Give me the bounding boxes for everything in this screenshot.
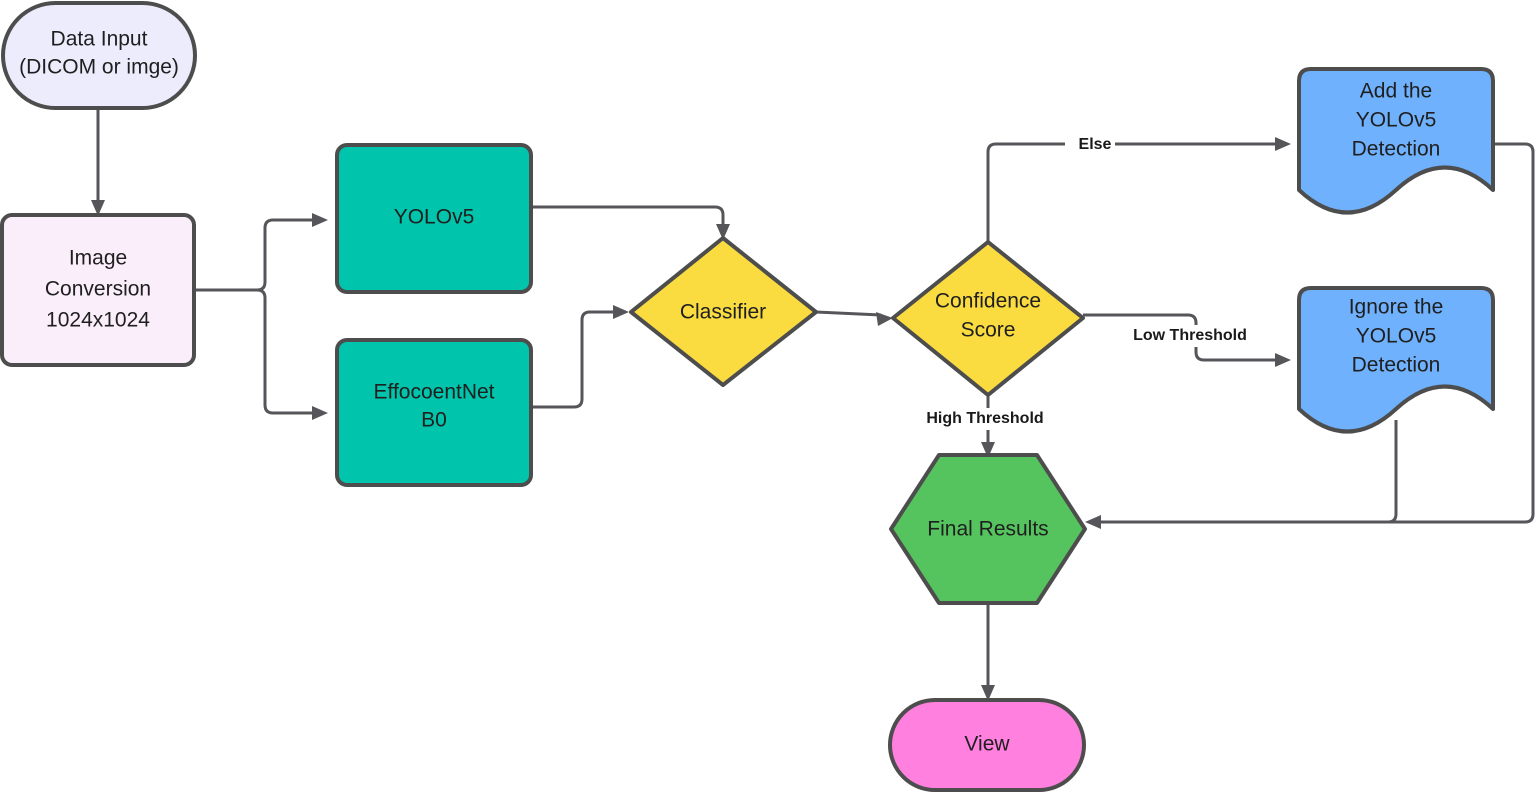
final-results-shape[interactable] [889, 453, 1087, 605]
edge-label-high-threshold: High Threshold [909, 408, 1061, 430]
edge-label-layer: Else Low Threshold High Threshold [909, 134, 1261, 430]
edge-yolov5-to-classifier [531, 205, 730, 240]
node-layer: Data Input (DICOM or imge) Image Convers… [0, 1, 1495, 792]
ignore-detection-shape[interactable] [1297, 286, 1495, 434]
edge-confidence-score-to-add-detection [986, 137, 1291, 242]
efficientnet-b0-shape[interactable] [335, 338, 533, 487]
edge-add-detection-to-final-results [1085, 142, 1535, 529]
edge-image-conversion-to-yolov5 [194, 213, 328, 292]
confidence-score-shape[interactable] [891, 240, 1085, 397]
node-yolov5[interactable]: YOLOv5 [335, 143, 533, 294]
node-add-detection[interactable]: Add the YOLOv5 Detection [1297, 67, 1495, 215]
edge-label-high-threshold-text: High Threshold [926, 410, 1043, 427]
edge-label-low-threshold: Low Threshold [1119, 325, 1261, 347]
edge-data-input-to-image-conversion [91, 108, 105, 216]
view-shape[interactable] [888, 698, 1086, 792]
node-image-conversion[interactable]: Image Conversion 1024x1024 [0, 213, 196, 367]
edge-layer [91, 108, 1535, 701]
edge-classifier-to-confidence-score [815, 310, 893, 326]
edge-efficientnet-to-classifier [531, 305, 629, 409]
add-detection-shape[interactable] [1297, 67, 1495, 215]
node-final-results[interactable]: Final Results [889, 453, 1087, 605]
edge-label-low-threshold-text: Low Threshold [1133, 327, 1247, 344]
node-data-input[interactable]: Data Input (DICOM or imge) [1, 1, 197, 110]
data-input-shape[interactable] [1, 1, 197, 110]
node-view[interactable]: View [888, 698, 1086, 792]
edge-image-conversion-to-efficientnet [194, 288, 328, 420]
edge-label-else-text: Else [1079, 136, 1112, 153]
edge-ignore-detection-to-final-results [1097, 420, 1398, 524]
image-conversion-shape[interactable] [0, 213, 196, 367]
node-ignore-detection[interactable]: Ignore the YOLOv5 Detection [1297, 286, 1495, 434]
classifier-shape[interactable] [629, 236, 818, 387]
node-efficientnet-b0[interactable]: EffocoentNet B0 [335, 338, 533, 487]
edge-label-else: Else [1065, 134, 1115, 154]
edge-final-results-to-view [981, 603, 995, 701]
node-classifier[interactable]: Classifier [629, 236, 818, 387]
yolov5-shape[interactable] [335, 143, 533, 294]
node-confidence-score[interactable]: Confidence Score [891, 240, 1085, 397]
